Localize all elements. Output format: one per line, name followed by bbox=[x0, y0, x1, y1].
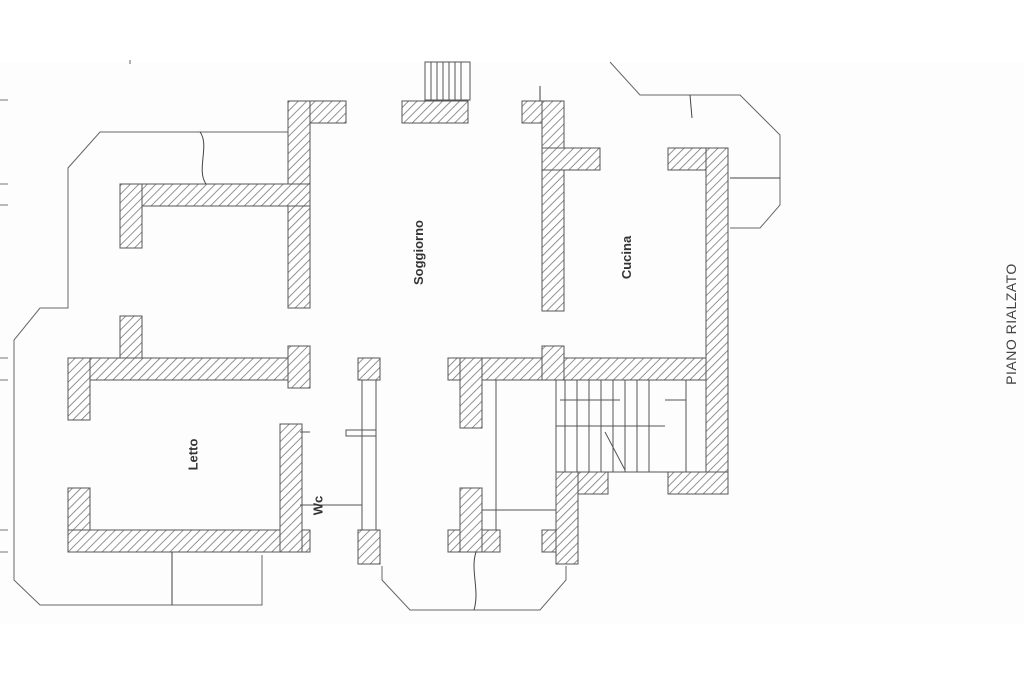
staircase bbox=[555, 379, 687, 473]
plan-title: PIANO RIALZATO bbox=[1002, 263, 1019, 385]
margin-ticks bbox=[0, 99, 8, 553]
partitions bbox=[300, 380, 556, 530]
entry-steps bbox=[424, 61, 471, 101]
room-label-letto: Letto bbox=[185, 438, 201, 471]
room-label-cucina: Cucina bbox=[619, 235, 635, 280]
room-label-soggiorno: Soggiorno bbox=[411, 220, 426, 285]
walls bbox=[67, 100, 729, 565]
room-label-wc: Wc bbox=[310, 495, 326, 516]
door-swings bbox=[171, 86, 780, 611]
outer-perimeter bbox=[13, 60, 781, 611]
